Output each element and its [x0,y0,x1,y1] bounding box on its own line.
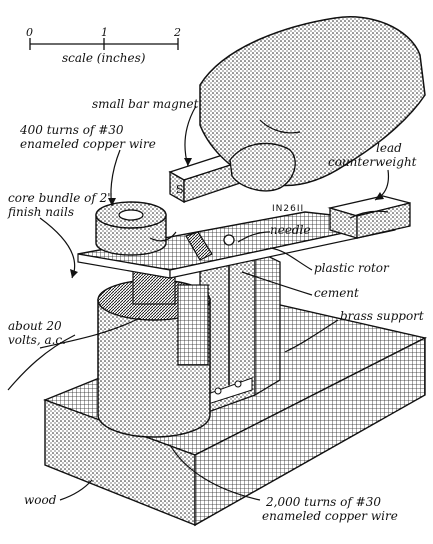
scale-tick-1: 1 [101,26,108,39]
label-bottom-coil-line1: 2,000 turns of #30 [266,495,381,509]
label-volts-line1: about 20 [8,319,62,333]
label-volts-line2: volts, a.c. [8,333,66,347]
label-top-coil-line1: 400 turns of #30 [20,123,124,137]
label-brass-support: brass support [340,309,424,323]
lead-counterweight [327,195,411,239]
label-small-bar-magnet: small bar magnet [92,97,199,111]
scale-tick-2: 2 [174,26,181,39]
label-top-coil-line2: enameled copper wire [20,137,156,151]
part-number: IN26II [272,204,305,214]
label-cement: cement [314,286,359,300]
needle-pivot [223,234,235,246]
label-plastic-rotor: plastic rotor [314,261,389,275]
hand [199,16,426,192]
cement-blob [185,231,213,261]
label-core-line1: core bundle of 2" [8,191,113,205]
scale-label: scale (inches) [62,51,146,65]
top-coil [95,201,177,256]
label-lead-line1: lead [376,141,402,155]
label-core-line2: finish nails [8,205,74,219]
scale-tick-0: 0 [26,26,33,39]
magnet-pole-label: S [176,183,184,196]
label-needle: needle [270,223,311,237]
label-bottom-coil-line2: enameled copper wire [262,509,398,523]
leader-lines [7,105,390,501]
label-wood: wood [24,493,57,507]
scale-bar [29,38,179,50]
label-lead-line2: counterweight [328,155,417,169]
